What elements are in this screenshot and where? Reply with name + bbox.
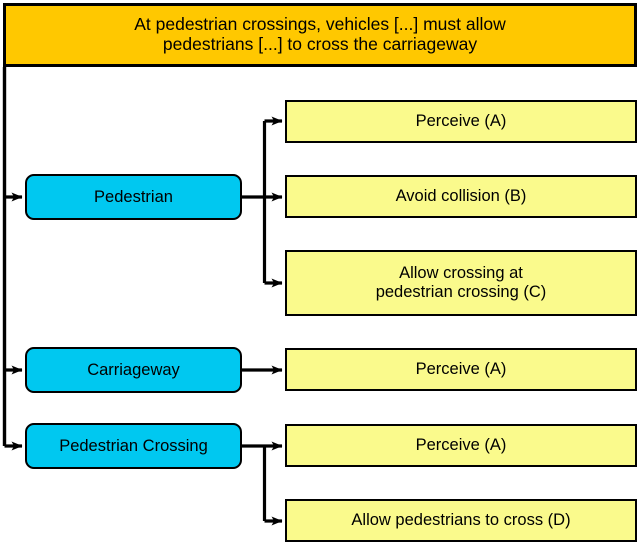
action-perceive-a-carriageway-label: Perceive (A) [415, 360, 507, 379]
action-perceive-a-carriageway[interactable]: Perceive (A) [285, 348, 637, 391]
action-perceive-a-crossing-label: Perceive (A) [415, 436, 507, 455]
entity-pedestrian-label: Pedestrian [94, 187, 173, 206]
action-perceive-a-crossing[interactable]: Perceive (A) [285, 424, 637, 467]
regulation-statement-text: At pedestrian crossings, vehicles [...] … [134, 14, 506, 54]
entity-pedestrian[interactable]: Pedestrian [25, 174, 242, 220]
entity-pedestrian-crossing-label: Pedestrian Crossing [59, 436, 208, 455]
regulation-statement-box: At pedestrian crossings, vehicles [...] … [3, 3, 637, 67]
action-allow-pedestrians-cross-d[interactable]: Allow pedestrians to cross (D) [285, 499, 637, 542]
entity-pedestrian-crossing[interactable]: Pedestrian Crossing [25, 423, 242, 469]
action-avoid-collision-b-label: Avoid collision (B) [395, 187, 527, 206]
action-avoid-collision-b[interactable]: Avoid collision (B) [285, 175, 637, 218]
action-allow-crossing-c[interactable]: Allow crossing at pedestrian crossing (C… [285, 250, 637, 316]
action-perceive-a-pedestrian-label: Perceive (A) [415, 112, 507, 131]
action-allow-crossing-c-label: Allow crossing at pedestrian crossing (C… [375, 264, 547, 301]
action-allow-pedestrians-cross-d-label: Allow pedestrians to cross (D) [351, 511, 571, 530]
entity-carriageway[interactable]: Carriageway [25, 347, 242, 393]
entity-carriageway-label: Carriageway [87, 360, 180, 379]
action-perceive-a-pedestrian[interactable]: Perceive (A) [285, 100, 637, 143]
